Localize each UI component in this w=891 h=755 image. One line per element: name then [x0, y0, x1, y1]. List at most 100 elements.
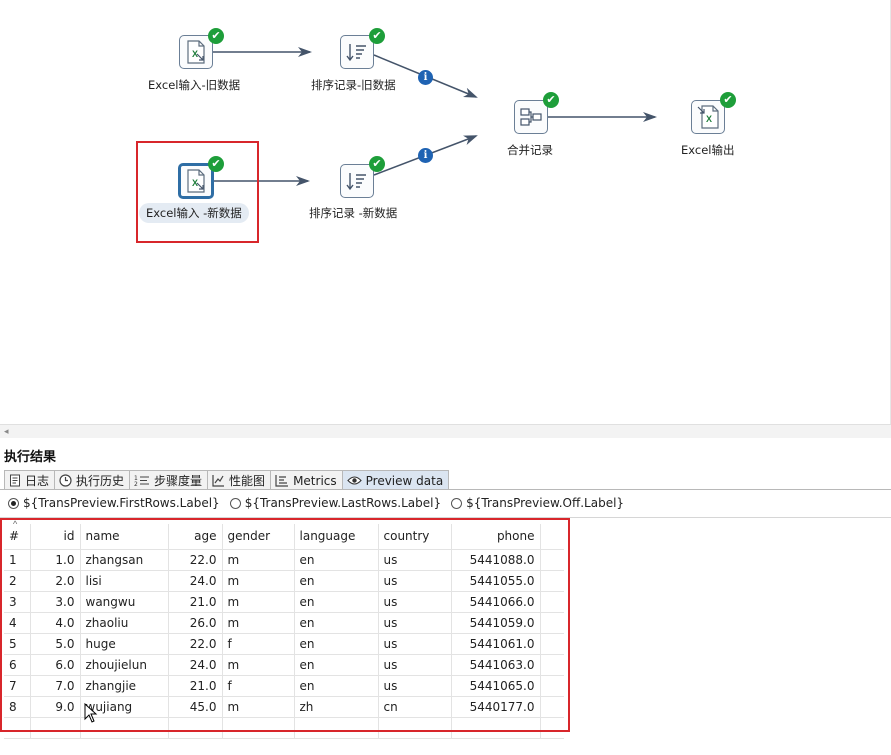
- info-icon[interactable]: i: [418, 148, 433, 163]
- cell-rownum: 3: [4, 591, 31, 613]
- tab-history[interactable]: 执行历史: [54, 470, 131, 490]
- cell-rownum: 1: [4, 549, 31, 571]
- column-header-name[interactable]: name: [80, 524, 169, 550]
- eye-icon: [346, 475, 362, 486]
- cell-id: 6.0: [30, 654, 81, 676]
- cell-empty: [378, 717, 452, 739]
- excel-input-old-node[interactable]: X: [179, 35, 213, 69]
- table-row[interactable]: 2 2.0 lisi 24.0 m en us 5441055.0: [4, 570, 564, 592]
- tab-label: 性能图: [229, 474, 266, 488]
- success-check-icon: ✔: [369, 156, 385, 172]
- transformation-canvas[interactable]: X ✔ Excel输入-旧数据 ✔ 排序记录-旧数据 i ✔ 合并记录 X ✔: [0, 0, 891, 424]
- excel-input-new-node[interactable]: X: [178, 163, 214, 199]
- node-label-sort-old: 排序记录-旧数据: [311, 78, 396, 92]
- cell-language: en: [294, 591, 379, 613]
- cell-age: 24.0: [168, 570, 223, 592]
- merge-rows-node[interactable]: [514, 100, 548, 134]
- cell-age: 24.0: [168, 654, 223, 676]
- cell-phone: 5441059.0: [451, 612, 541, 634]
- table-row[interactable]: 4 4.0 zhaoliu 26.0 m en us 5441059.0: [4, 612, 564, 634]
- svg-text:1: 1: [134, 475, 138, 482]
- excel-output-icon: X: [697, 105, 719, 129]
- cell-id: 9.0: [30, 696, 81, 718]
- info-icon[interactable]: i: [418, 70, 433, 85]
- table-body: 1 1.0 zhangsan 22.0 m en us 5441088.0 2 …: [4, 549, 564, 739]
- tab-label: 日志: [25, 474, 50, 488]
- cell-name: wangwu: [80, 591, 169, 613]
- excel-file-icon: X: [187, 169, 205, 193]
- hop-lines: [213, 47, 657, 186]
- table-row[interactable]: 6 6.0 zhoujielun 24.0 m en us 5441063.0: [4, 654, 564, 676]
- radio-dot[interactable]: [451, 497, 463, 509]
- cell-country: us: [378, 591, 452, 613]
- table-row[interactable]: 3 3.0 wangwu 21.0 m en us 5441066.0: [4, 591, 564, 613]
- svg-text:X: X: [706, 114, 712, 124]
- column-header-rownum[interactable]: #: [4, 524, 31, 550]
- cell-gender: m: [222, 570, 295, 592]
- column-header-country[interactable]: country: [378, 524, 452, 550]
- cell-phone: 5441065.0: [451, 675, 541, 697]
- cell-name: zhoujielun: [80, 654, 169, 676]
- table-row[interactable]: 5 5.0 huge 22.0 f en us 5441061.0: [4, 633, 564, 655]
- column-header-language[interactable]: language: [294, 524, 379, 550]
- cell-gender: m: [222, 654, 295, 676]
- radio-last-rows[interactable]: ${TransPreview.LastRows.Label}: [229, 496, 441, 510]
- excel-output-node[interactable]: X: [691, 100, 725, 134]
- excel-file-icon: X: [187, 40, 205, 64]
- cell-name: huge: [80, 633, 169, 655]
- cell-language: en: [294, 612, 379, 634]
- cell-name: zhangsan: [80, 549, 169, 571]
- cell-filler: [540, 696, 564, 718]
- cell-phone: 5441088.0: [451, 549, 541, 571]
- tab-preview-data[interactable]: Preview data: [341, 470, 450, 490]
- cell-language: en: [294, 633, 379, 655]
- cell-country: us: [378, 549, 452, 571]
- cell-empty: [222, 717, 295, 739]
- radio-label: ${TransPreview.FirstRows.Label}: [23, 496, 220, 510]
- radio-dot[interactable]: [229, 497, 241, 509]
- node-label-excel-input-old: Excel输入-旧数据: [148, 78, 241, 92]
- cell-gender: m: [222, 591, 295, 613]
- column-header-age[interactable]: age: [168, 524, 223, 550]
- scroll-left-icon[interactable]: ◂: [4, 426, 9, 436]
- cell-age: 21.0: [168, 591, 223, 613]
- tab-log[interactable]: 日志: [4, 470, 56, 490]
- cell-age: 21.0: [168, 675, 223, 697]
- cell-filler: [540, 549, 564, 571]
- chart-icon: [212, 474, 225, 487]
- cell-empty: [4, 717, 31, 739]
- radio-off[interactable]: ${TransPreview.Off.Label}: [451, 496, 624, 510]
- column-header-id[interactable]: id: [30, 524, 81, 550]
- mouse-cursor-icon: [84, 703, 98, 723]
- table-row-empty: [4, 717, 564, 739]
- cell-filler: [540, 612, 564, 634]
- cell-phone: 5441066.0: [451, 591, 541, 613]
- column-header-phone[interactable]: phone: [451, 524, 541, 550]
- cell-filler: [540, 654, 564, 676]
- radio-first-rows[interactable]: ${TransPreview.FirstRows.Label}: [8, 496, 220, 510]
- table-row[interactable]: 1 1.0 zhangsan 22.0 m en us 5441088.0: [4, 549, 564, 571]
- preview-mode-radios: ${TransPreview.FirstRows.Label} ${TransP…: [8, 496, 634, 510]
- cell-country: us: [378, 570, 452, 592]
- radio-dot[interactable]: [8, 497, 19, 509]
- table-row[interactable]: 8 9.0 wujiang 45.0 m zh cn 5440177.0: [4, 696, 564, 718]
- tab-metrics[interactable]: Metrics: [270, 470, 343, 490]
- tab-performance-chart[interactable]: 性能图: [207, 470, 272, 490]
- cell-language: en: [294, 570, 379, 592]
- radio-divider: [0, 517, 891, 518]
- cell-name: zhangjie: [80, 675, 169, 697]
- sort-old-node[interactable]: [340, 35, 374, 69]
- table-row[interactable]: 7 7.0 zhangjie 21.0 f en us 5441065.0: [4, 675, 564, 697]
- cell-id: 7.0: [30, 675, 81, 697]
- cell-age: 45.0: [168, 696, 223, 718]
- column-header-gender[interactable]: gender: [222, 524, 295, 550]
- cell-gender: m: [222, 696, 295, 718]
- cell-phone: 5441063.0: [451, 654, 541, 676]
- canvas-scrollbar[interactable]: ◂: [0, 424, 891, 438]
- cell-rownum: 8: [4, 696, 31, 718]
- cell-id: 1.0: [30, 549, 81, 571]
- cell-country: us: [378, 633, 452, 655]
- sort-new-node[interactable]: [340, 164, 374, 198]
